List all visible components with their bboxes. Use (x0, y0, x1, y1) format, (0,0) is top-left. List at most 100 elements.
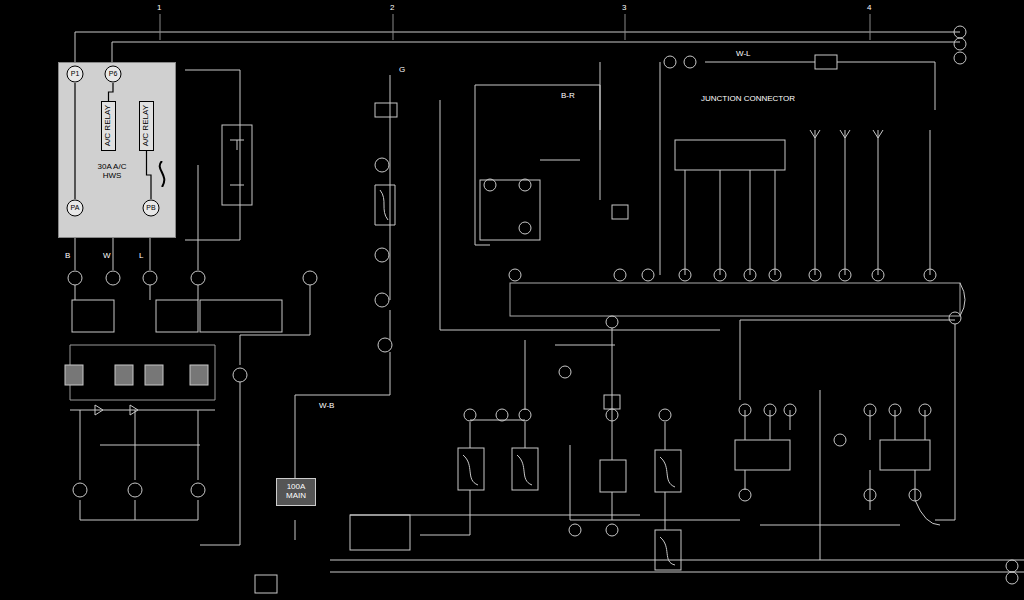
wire (200, 382, 240, 545)
harness-break (960, 283, 965, 316)
grid-number: 1 (156, 4, 162, 13)
switch-symbol (222, 125, 252, 205)
connector-symbol (73, 483, 87, 497)
connector-symbol (519, 222, 531, 234)
fuse-box (655, 530, 681, 570)
connector-symbol (864, 489, 876, 501)
connector-symbol (375, 103, 397, 117)
connector-symbol (484, 179, 496, 191)
wire-color-code: W-L (735, 50, 752, 59)
connector-symbol (769, 269, 781, 281)
wire (660, 62, 935, 275)
connector-symbol (744, 269, 756, 281)
wire-connector (147, 151, 152, 199)
connector-symbol (739, 489, 751, 501)
fuse-block (72, 300, 114, 332)
wire (745, 390, 940, 560)
switch-contact (230, 140, 244, 185)
fuse-box (512, 448, 538, 490)
connector-symbol (714, 269, 726, 281)
connector-symbol (889, 404, 901, 416)
connector-block (350, 515, 410, 550)
relay-name: A/C RELAY (104, 105, 113, 146)
fuse-block (200, 300, 282, 332)
grid-tick (160, 14, 870, 40)
relay-box (880, 440, 930, 470)
connector-symbol (106, 271, 120, 285)
connector-symbol (604, 395, 620, 409)
connector-symbol (519, 409, 531, 421)
connector-symbol (864, 404, 876, 416)
ground-symbol (255, 575, 277, 593)
grid-number: 3 (621, 4, 627, 13)
harness-bus (510, 283, 960, 316)
connector-symbol (375, 293, 389, 307)
connector-symbol (496, 409, 508, 421)
grid-number: 4 (866, 4, 872, 13)
wire (75, 32, 960, 62)
connector-symbol (954, 52, 966, 64)
relay-coil: A/C RELAY (101, 101, 116, 151)
wire-connector (74, 83, 75, 199)
component-name: JUNCTION CONNECTOR (700, 95, 796, 104)
pin-name: PB (146, 204, 155, 212)
relay-box (735, 440, 790, 470)
fuse-label: 30A A/C HWS (89, 163, 135, 181)
connector-symbol (872, 269, 884, 281)
pin-name: P6 (109, 70, 118, 78)
connector-symbol (519, 179, 531, 191)
connector-symbol (464, 409, 476, 421)
connector-symbol (924, 269, 936, 281)
wire-color-code: B (64, 252, 71, 261)
connector-symbol (664, 56, 676, 68)
connector-symbol (954, 26, 966, 38)
connector-symbol (909, 489, 921, 501)
connector-symbol (1006, 572, 1018, 584)
connector-symbol (839, 269, 851, 281)
fuse-symbol (463, 455, 675, 565)
connector-symbol (303, 271, 317, 285)
wire (295, 352, 390, 540)
wire (685, 130, 930, 275)
connector-symbol (1006, 560, 1018, 572)
connector-symbol (679, 269, 691, 281)
connector-pin: PB (142, 199, 160, 217)
relay-name: A/C RELAY (142, 105, 151, 146)
relay-contact (115, 365, 133, 385)
wire (375, 75, 395, 340)
relay-block (70, 345, 215, 400)
fuse-box (655, 450, 681, 492)
connector-symbol (815, 55, 837, 69)
connector-symbol (606, 409, 618, 421)
control-unit (675, 140, 785, 170)
connector-symbol (764, 404, 776, 416)
pin-name: P1 (71, 70, 80, 78)
connector-symbol (191, 271, 205, 285)
wire-color-code: L (138, 252, 144, 261)
connector-symbol (834, 434, 846, 446)
connector-symbol (143, 271, 157, 285)
relay-box (480, 180, 540, 240)
connector-symbol (378, 338, 392, 352)
connector-symbol (809, 269, 821, 281)
wire-color-code: B-R (560, 92, 576, 101)
connector-symbol (233, 368, 247, 382)
fuse-symbol (380, 190, 388, 220)
relay-coil: A/C RELAY (139, 101, 154, 151)
relay-contact (145, 365, 163, 385)
arrow-symbol (810, 130, 883, 138)
connector-symbol (128, 483, 142, 497)
connector-symbol (614, 269, 626, 281)
fuse-block (156, 300, 198, 332)
connector-symbol (684, 56, 696, 68)
relay-symbol (600, 460, 626, 492)
fuse-box (458, 448, 484, 490)
diode-row (70, 405, 215, 445)
relay-contact (190, 365, 208, 385)
connector-symbol (375, 158, 389, 172)
wire (440, 62, 720, 330)
connector-symbol (375, 248, 389, 262)
connector-pin: PA (66, 199, 84, 217)
wire-color-code: W-B (318, 402, 335, 411)
